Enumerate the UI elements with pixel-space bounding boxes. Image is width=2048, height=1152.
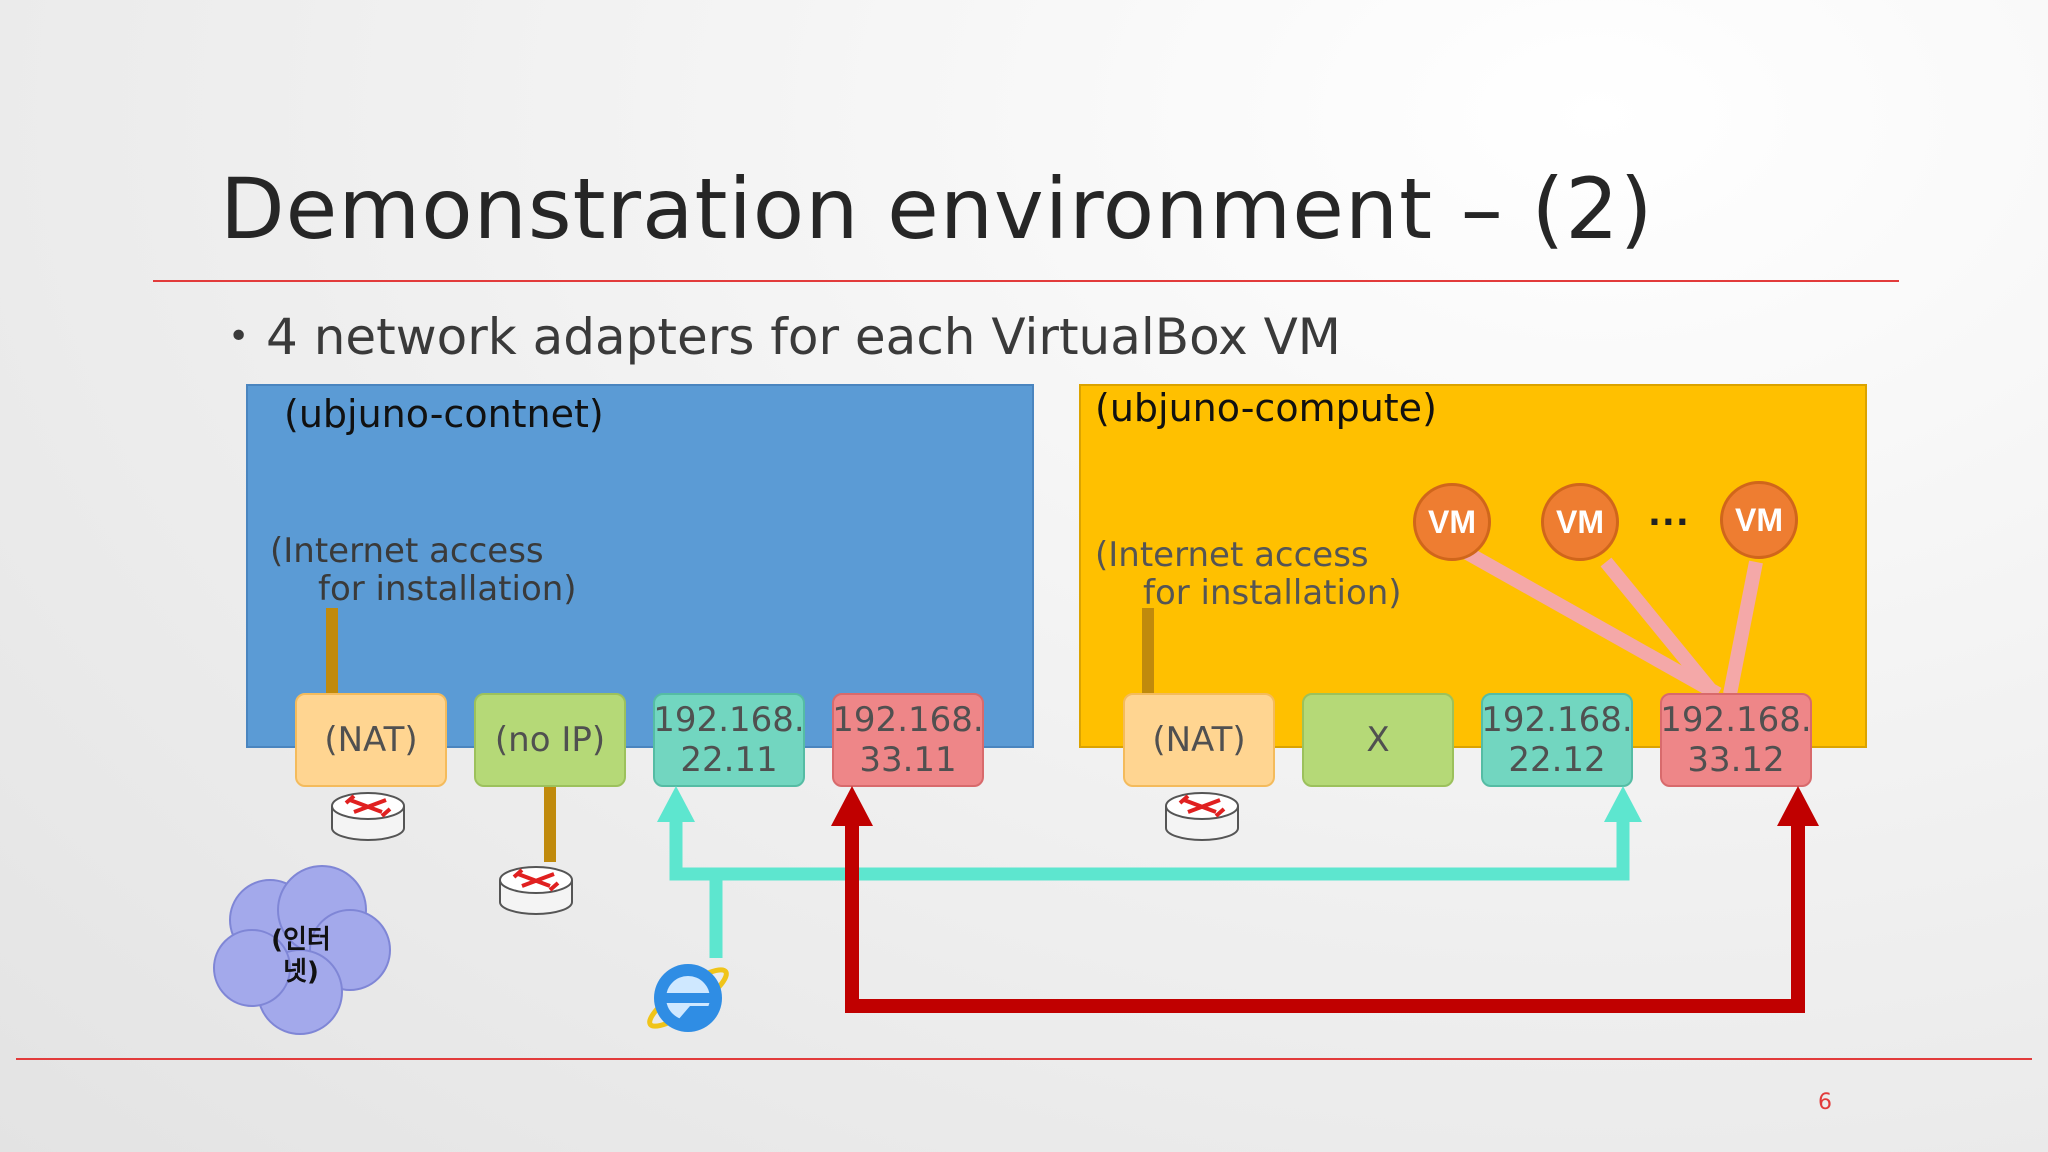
compute-adapter-22: 192.168. 22.12 <box>1481 693 1633 787</box>
contnet-adapter-22: 192.168. 22.11 <box>653 693 805 787</box>
compute-note-line1: (Internet access <box>1095 535 1369 575</box>
vm-ellipsis: ... <box>1648 494 1690 534</box>
router-icon <box>499 866 573 915</box>
bullet-text: 4 network adapters for each VirtualBox V… <box>266 308 1341 366</box>
contnet-internet-note: (Internet access for installation) <box>270 532 577 608</box>
footer-divider <box>16 1058 2032 1060</box>
browser-icon <box>647 964 729 1032</box>
contnet-label: (ubjuno-contnet) <box>284 392 604 436</box>
internet-cloud-label: (인터 넷) <box>271 925 331 987</box>
vm-link <box>1723 560 1763 696</box>
contnet-adapter-33: 192.168. 33.11 <box>832 693 984 787</box>
compute-adapter-nat: (NAT) <box>1123 693 1275 787</box>
red-link-path <box>845 822 1805 1013</box>
red-arrowhead-right <box>1777 786 1819 826</box>
contnet-note-line1: (Internet access <box>270 531 544 571</box>
compute-adapter-33: 192.168. 33.12 <box>1660 693 1812 787</box>
title-divider <box>153 280 1899 282</box>
compute-label: (ubjuno-compute) <box>1095 386 1437 430</box>
vm-node: VM <box>1413 483 1491 561</box>
cloud-icon <box>213 865 391 1035</box>
vm-node: VM <box>1541 483 1619 561</box>
compute-note-line2: for installation) <box>1143 573 1402 613</box>
vm-link <box>1600 557 1720 699</box>
red-arrowhead-left <box>831 786 873 826</box>
router-icon <box>331 792 405 841</box>
compute-internet-note: (Internet access for installation) <box>1095 536 1402 612</box>
vm-link <box>1458 543 1722 701</box>
compute-adapter-x: X <box>1302 693 1454 787</box>
contnet-adapter-nat: (NAT) <box>295 693 447 787</box>
vm-node: VM <box>1720 481 1798 559</box>
contnet-adapter-noip: (no IP) <box>474 693 626 787</box>
contnet-panel <box>246 384 1034 748</box>
bullet-dot: • <box>228 316 250 357</box>
page-number: 6 <box>1818 1090 1832 1115</box>
bullet-item: • 4 network adapters for each VirtualBox … <box>228 308 1341 366</box>
teal-arrowhead-left <box>657 786 695 822</box>
contnet-note-line2: for installation) <box>318 569 577 609</box>
slide-title: Demonstration environment – (2) <box>220 160 1654 258</box>
teal-link-path <box>669 820 1630 881</box>
router-icon <box>1165 792 1239 841</box>
teal-arrowhead-right <box>1604 786 1642 822</box>
